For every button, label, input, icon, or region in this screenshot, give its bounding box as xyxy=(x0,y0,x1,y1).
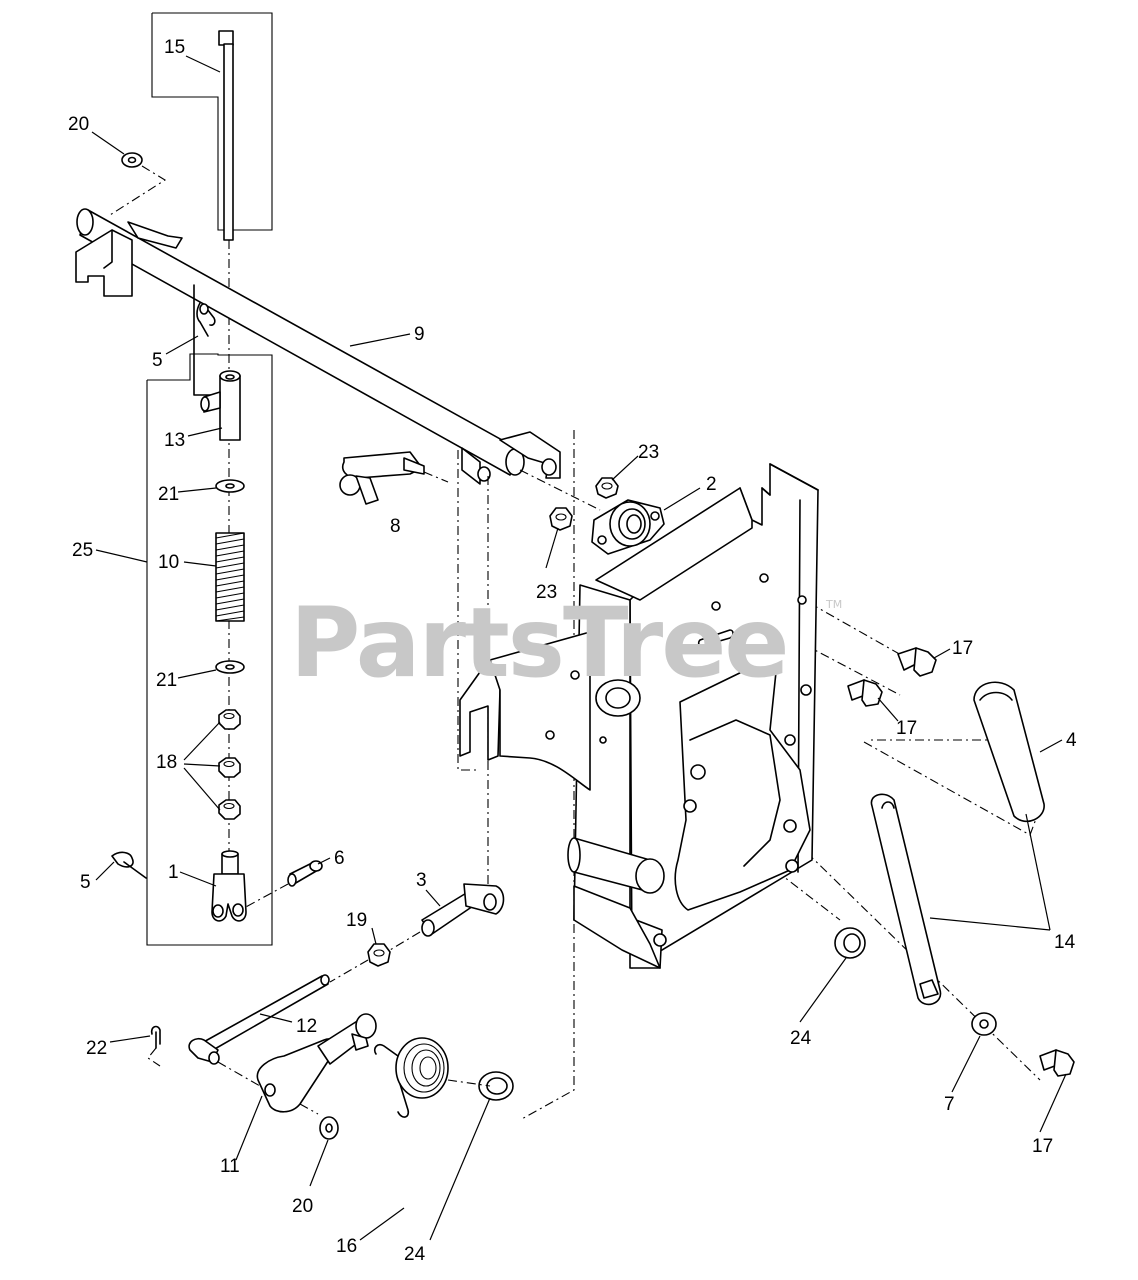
part-17-bolt-a xyxy=(897,647,937,677)
watermark-trademark: TM xyxy=(825,598,842,611)
callout-21-upper: 21 xyxy=(158,484,179,505)
callout-6: 6 xyxy=(334,848,345,869)
part-9-shaft xyxy=(75,208,601,511)
part-4-grip xyxy=(973,681,1045,822)
part-16-spring xyxy=(373,1037,491,1118)
group-box-25 xyxy=(146,353,273,946)
part-24-bushing-right xyxy=(834,927,866,959)
callout-24-lower: 24 xyxy=(404,1244,426,1265)
callout-labels: 15 20 9 5 13 21 25 10 21 18 5 1 6 8 23 2… xyxy=(68,37,1077,1265)
part-17-bolt-b xyxy=(847,679,883,707)
callout-23-upper: 23 xyxy=(638,442,659,463)
callout-8: 8 xyxy=(390,516,401,537)
callout-5-upper: 5 xyxy=(152,350,163,371)
watermark-text: PartsTree xyxy=(290,587,787,699)
part-5-hairpin-lower xyxy=(111,851,147,879)
callout-23-lower: 23 xyxy=(536,582,557,603)
part-17-bolt-c xyxy=(1039,1049,1075,1077)
part-21-washer-lower xyxy=(215,660,245,674)
callout-5-lower: 5 xyxy=(80,872,91,893)
part-24-bushing-lower xyxy=(478,1071,514,1101)
part-23-nut-lower xyxy=(549,507,573,531)
callout-25: 25 xyxy=(72,540,93,561)
callout-17-b: 17 xyxy=(896,718,917,739)
part-10-spring xyxy=(215,532,245,622)
callout-3: 3 xyxy=(416,870,427,891)
callout-2: 2 xyxy=(706,474,717,495)
callout-7: 7 xyxy=(944,1094,955,1115)
callout-14: 14 xyxy=(1054,932,1076,953)
watermark: PartsTree TM xyxy=(290,587,842,699)
part-11-pivot-plate xyxy=(256,1013,377,1115)
callout-4: 4 xyxy=(1066,730,1077,751)
callout-24-right: 24 xyxy=(790,1028,812,1049)
callout-18: 18 xyxy=(156,752,177,773)
callout-21-lower: 21 xyxy=(156,670,177,691)
part-1-clevis xyxy=(211,850,247,922)
part-19-nut xyxy=(329,943,391,983)
part-8-clip xyxy=(339,451,449,505)
part-21-washer-upper xyxy=(215,479,245,493)
part-13-spacer xyxy=(200,370,241,441)
callout-16: 16 xyxy=(336,1236,357,1257)
callout-1: 1 xyxy=(168,862,179,883)
callout-20-upper: 20 xyxy=(68,114,89,135)
part-23-nut-upper xyxy=(595,477,619,499)
callout-10: 10 xyxy=(158,552,179,573)
callout-15: 15 xyxy=(164,37,185,58)
callout-13: 13 xyxy=(164,430,185,451)
part-2-bearing xyxy=(591,499,665,555)
group-box-15 xyxy=(151,12,273,231)
part-6-pin xyxy=(243,860,323,909)
callout-19: 19 xyxy=(346,910,367,931)
part-5-hairpin-upper xyxy=(193,284,216,396)
part-22-cotter-pin xyxy=(147,1025,161,1067)
callout-22: 22 xyxy=(86,1038,107,1059)
callout-12: 12 xyxy=(296,1016,317,1037)
part-7-washer xyxy=(971,1012,997,1036)
part-18-nuts xyxy=(218,709,241,820)
part-20-washer-upper xyxy=(109,152,167,216)
callout-20-lower: 20 xyxy=(292,1196,313,1217)
leader-lines xyxy=(91,55,1067,1241)
part-3-clevis xyxy=(389,883,505,951)
callout-9: 9 xyxy=(414,324,425,345)
callout-11: 11 xyxy=(220,1156,240,1177)
part-14-lever xyxy=(870,793,942,1006)
main-frame-plate xyxy=(459,463,819,969)
callout-17-c: 17 xyxy=(1032,1136,1053,1157)
part-20-washer-lower xyxy=(319,1116,339,1140)
callout-17-a: 17 xyxy=(952,638,973,659)
part-15-bolt xyxy=(218,30,234,905)
